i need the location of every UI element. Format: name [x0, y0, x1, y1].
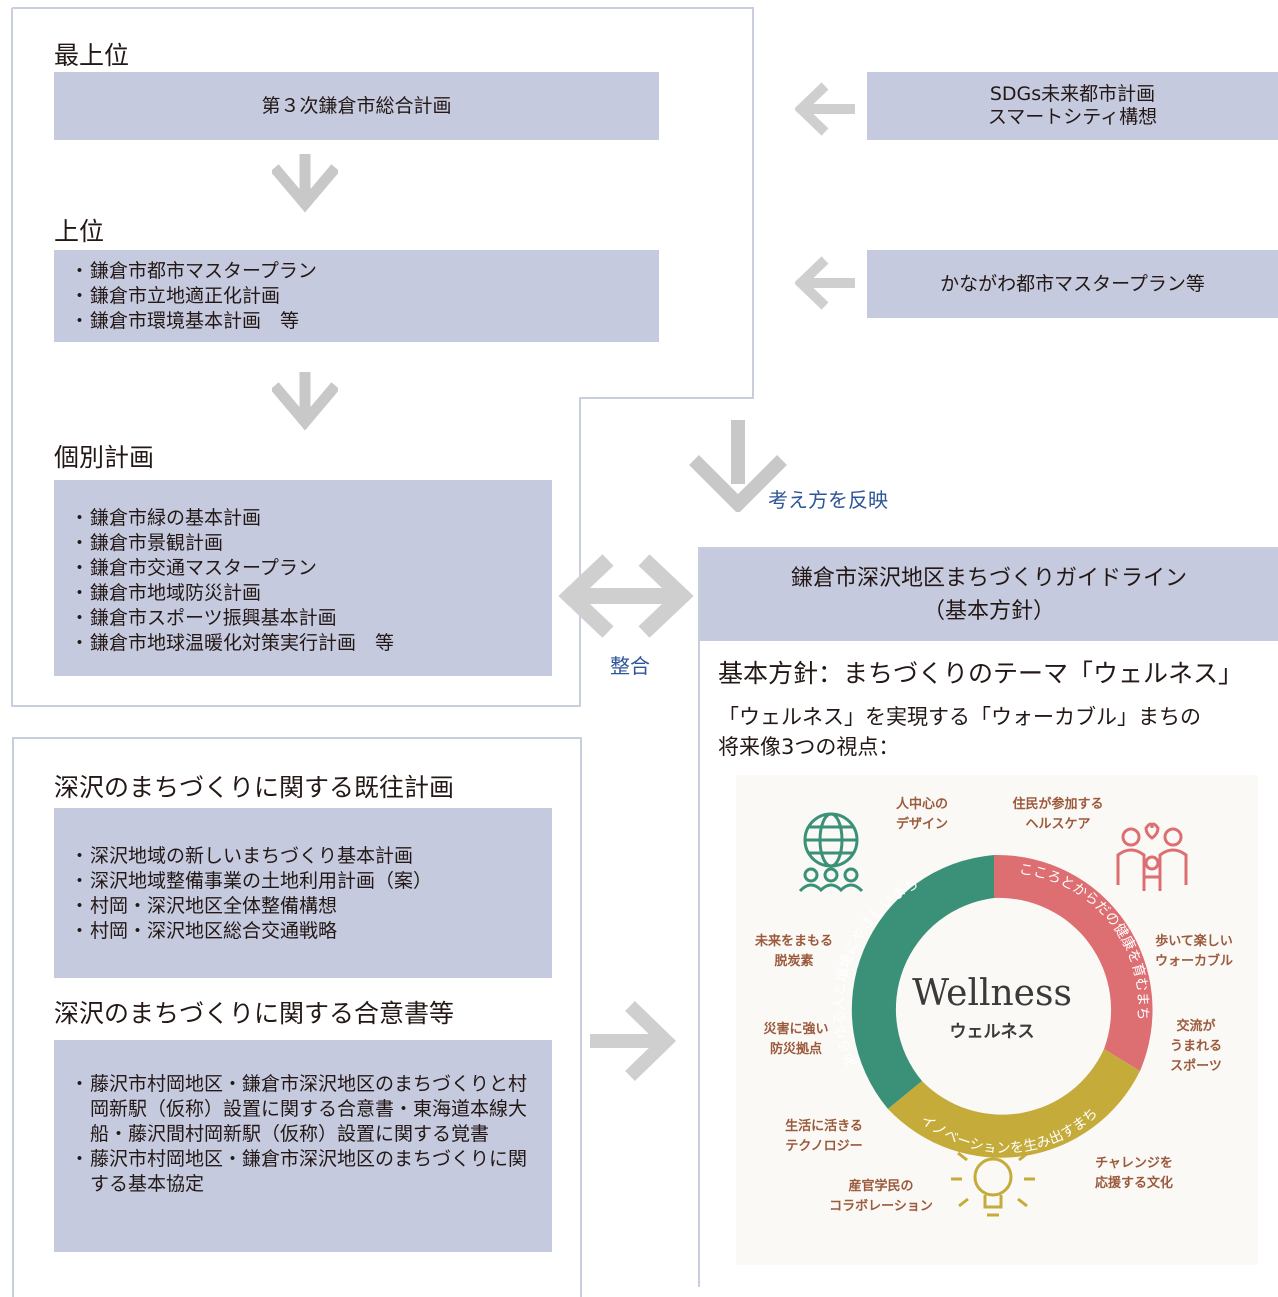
comprehensive-plan-label: 第３次鎌倉市総合計画	[261, 94, 452, 117]
globe-people-icon	[798, 812, 864, 893]
reflect-arrow-icon	[689, 420, 787, 512]
wellness-title: Wellness	[912, 973, 1072, 1014]
fukasawa-frame	[12, 737, 582, 1297]
healthcare-label: 住民が参加するヘルスケア	[1012, 796, 1103, 832]
sdgs-plan-box: SDGs未来都市計画 スマートシティ構想	[867, 72, 1278, 140]
wellness-subtitle: ウェルネス	[950, 1022, 1035, 1042]
list-item: 村岡・深沢地区総合交通戦略	[70, 919, 432, 944]
individual-heading: 個別計画	[54, 443, 155, 472]
disaster-label: 災害に強い防災拠点	[763, 1021, 828, 1057]
basic-policy: 基本方針：まちづくりのテーマ「ウェルネス」	[718, 659, 1244, 688]
list-item: 村岡・深沢地区全体整備構想	[70, 894, 432, 919]
challenge-label: チャレンジを応援する文化	[1095, 1156, 1173, 1191]
individual-plans-list: 鎌倉市緑の基本計画 鎌倉市景観計画 鎌倉市交通マスタープラン 鎌倉市地域防災計画…	[70, 506, 394, 656]
collaboration-label: 産官学民のコラボレーション	[829, 1178, 933, 1214]
list-item: 鎌倉市環境基本計画 等	[70, 309, 317, 334]
agreement-list: 藤沢市村岡地区・鎌倉市深沢地区のまちづくりと村岡新駅（仮称）設置に関する合意書・…	[70, 1072, 540, 1197]
viewpoint-text: 「ウェルネス」を実現する「ウォーカブル」まちの 将来像3つの視点：	[718, 702, 1201, 762]
walking-label: 歩いて楽しいウォーカブル	[1155, 933, 1233, 969]
viewpoint-line: 将来像3つの視点：	[718, 735, 900, 759]
decarbon-label: 未来をまもる脱炭素	[754, 933, 833, 969]
comprehensive-plan-box: 第３次鎌倉市総合計画	[54, 72, 659, 140]
agreement-box: 藤沢市村岡地区・鎌倉市深沢地区のまちづくりと村岡新駅（仮称）設置に関する合意書・…	[54, 1040, 552, 1252]
existing-plans-list: 深沢地域の新しいまちづくり基本計画 深沢地域整備事業の土地利用計画（案） 村岡・…	[70, 844, 432, 944]
list-item: 鎌倉市立地適正化計画	[70, 284, 317, 309]
kanagawa-plan-box: かながわ都市マスタープラン等	[867, 250, 1278, 318]
wellness-ring: あらゆる人と環境にやさしいまち こころとからだの健康を育むまち イノベーションを…	[754, 796, 1233, 1217]
left-arrow-icon	[795, 256, 855, 310]
double-arrow-icon	[558, 554, 694, 638]
existing-plans-heading: 深沢のまちづくりに関する既往計画	[54, 773, 455, 802]
consistency-label: 整合	[610, 654, 650, 678]
sdgs-plan-label: SDGs未来都市計画	[989, 83, 1156, 106]
upper-plans-box: 鎌倉市都市マスタープラン 鎌倉市立地適正化計画 鎌倉市環境基本計画 等	[54, 250, 659, 342]
smart-city-label: スマートシティ構想	[987, 106, 1158, 128]
top-level-heading: 最上位	[54, 41, 130, 70]
guideline-frame	[698, 547, 1278, 1287]
guideline-title: 鎌倉市深沢地区まちづくりガイドライン	[790, 566, 1187, 591]
hierarchy-frame	[11, 7, 754, 707]
list-item: 深沢地域整備事業の土地利用計画（案）	[70, 869, 432, 894]
human-centered-label: 人中心のデザイン	[896, 796, 948, 832]
left-arrow-icon	[795, 82, 855, 136]
reflect-label: 考え方を反映	[768, 488, 888, 512]
guideline-subtitle: （基本方針）	[922, 599, 1055, 624]
list-item: 鎌倉市緑の基本計画	[70, 506, 394, 531]
list-item: 鎌倉市スポーツ振興基本計画	[70, 606, 394, 631]
list-item: 深沢地域の新しいまちづくり基本計画	[70, 844, 432, 869]
list-item: 鎌倉市地域防災計画	[70, 581, 394, 606]
existing-plans-box: 深沢地域の新しいまちづくり基本計画 深沢地域整備事業の土地利用計画（案） 村岡・…	[54, 808, 552, 978]
wellness-diagram: あらゆる人と環境にやさしいまち こころとからだの健康を育むまち イノベーションを…	[736, 775, 1258, 1265]
right-arrow-icon	[590, 1000, 677, 1082]
upper-heading: 上位	[54, 217, 105, 246]
down-arrow-icon	[272, 154, 338, 213]
individual-plans-box: 鎌倉市緑の基本計画 鎌倉市景観計画 鎌倉市交通マスタープラン 鎌倉市地域防災計画…	[54, 480, 552, 676]
kanagawa-plan-label: かながわ都市マスタープラン等	[940, 272, 1205, 295]
list-item: 鎌倉市交通マスタープラン	[70, 556, 394, 581]
list-item: 藤沢市村岡地区・鎌倉市深沢地区のまちづくりと村岡新駅（仮称）設置に関する合意書・…	[70, 1072, 540, 1147]
family-icon	[1116, 822, 1188, 891]
list-item: 藤沢市村岡地区・鎌倉市深沢地区のまちづくりに関する基本協定	[70, 1147, 540, 1197]
technology-label: 生活に活きるテクノロジー	[785, 1118, 863, 1154]
sports-label: 交流がうまれるスポーツ	[1170, 1018, 1222, 1074]
viewpoint-line: 「ウェルネス」を実現する「ウォーカブル」まちの	[718, 705, 1201, 729]
down-arrow-icon	[272, 372, 338, 431]
upper-plans-list: 鎌倉市都市マスタープラン 鎌倉市立地適正化計画 鎌倉市環境基本計画 等	[70, 259, 317, 334]
list-item: 鎌倉市都市マスタープラン	[70, 259, 317, 284]
list-item: 鎌倉市地球温暖化対策実行計画 等	[70, 631, 394, 656]
list-item: 鎌倉市景観計画	[70, 531, 394, 556]
agreement-heading: 深沢のまちづくりに関する合意書等	[54, 999, 455, 1028]
guideline-title-box: 鎌倉市深沢地区まちづくりガイドライン （基本方針）	[700, 549, 1278, 641]
lightbulb-icon	[951, 1137, 1035, 1217]
